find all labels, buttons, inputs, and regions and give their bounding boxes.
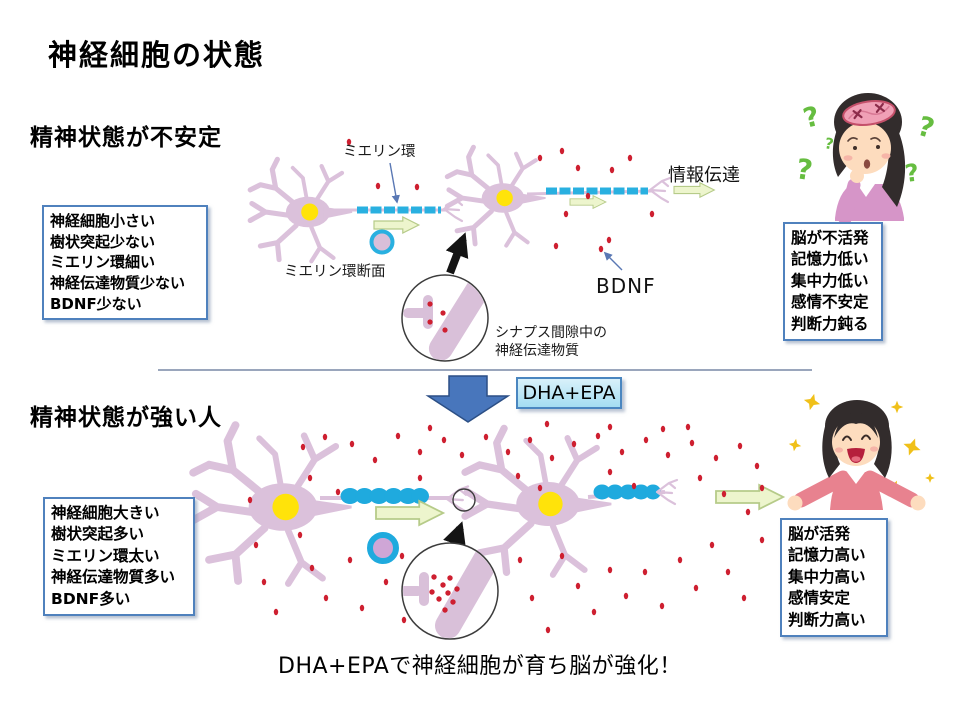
svg-text:?: ? <box>903 158 920 187</box>
brain-icon <box>842 100 896 126</box>
worried-woman-illustration: ? ? ? ? ? <box>794 93 938 226</box>
bdnf-particles <box>247 420 765 634</box>
face-features <box>843 137 891 169</box>
myelin-ring-cross-section-thick <box>367 532 399 564</box>
dha-epa-box: DHA+EPA <box>516 377 622 409</box>
effect-line: 判断力高い <box>788 610 866 629</box>
effect-line: 集中力高い <box>788 567 866 586</box>
section-weak-heading: 精神状態が不安定 <box>30 125 222 151</box>
trait-line: BDNF少ない <box>50 294 142 313</box>
svg-text:?: ? <box>823 134 835 153</box>
effect-line: 判断力鈍る <box>791 314 869 333</box>
trait-line: 樹状突起少ない <box>50 232 156 251</box>
svg-text:?: ? <box>794 152 815 187</box>
effect-line: 脳が不活発 <box>791 229 869 247</box>
neuron-large-2 <box>465 428 611 574</box>
trait-line: 樹状突起多い <box>51 525 145 544</box>
arm <box>838 178 861 226</box>
trait-line: 神経伝達物質多い <box>51 568 176 587</box>
effect-line: 記憶力高い <box>788 546 866 565</box>
hand <box>910 495 926 511</box>
effect-line: 感情不安定 <box>791 293 869 312</box>
slide-caption: DHA+EPAで神経細胞が育ち脳が強化！ <box>278 654 682 679</box>
axon-terminal <box>648 176 672 204</box>
trait-line: 神経伝達物質少ない <box>50 274 186 293</box>
myelin-sheath-thick <box>593 484 661 500</box>
weak-brain-effects-box: 脳が不活発 記憶力低い 集中力低い 感情不安定 判断力鈍る <box>783 222 883 341</box>
sweater <box>830 472 883 510</box>
neuron-small-2 <box>447 147 545 245</box>
neuron-small-1 <box>250 159 352 261</box>
face <box>832 418 880 466</box>
question-mark-icon: ? ? ? ? ? <box>794 101 938 188</box>
trait-line: ミエリン環太い <box>51 546 160 565</box>
strong-neuron-traits-box: 神経細胞大きい 樹状突起多い ミエリン環太い 神経伝達物質多い BDNF多い <box>43 497 195 616</box>
signal-arrow-icon <box>375 500 445 526</box>
svg-text:?: ? <box>800 101 823 135</box>
bangs <box>834 412 878 438</box>
effect-line: 集中力低い <box>791 271 869 290</box>
trait-line: 神経細胞大きい <box>51 504 160 522</box>
myelin-label-pointer-icon <box>389 162 400 204</box>
info-transfer-arrow-icon <box>715 484 785 510</box>
magnifier-arrow-icon <box>445 232 469 275</box>
bdnf-label: BDNF <box>596 274 656 298</box>
arms <box>793 470 920 508</box>
synapse-label-line2: 神経伝達物質 <box>495 343 579 359</box>
myelin-cross-section-label: ミエリン環断面 <box>284 264 386 280</box>
info-transmission-label: 情報伝達 <box>668 165 740 186</box>
neuron-large-1 <box>193 425 351 583</box>
weak-neuron-traits-box: 神経細胞小さい 樹状突起少ない ミエリン環細い 神経伝達物質少ない BDNF少な… <box>42 205 208 321</box>
trait-line: ミエリン環細い <box>50 253 156 272</box>
myelin-sheath-thick <box>340 488 429 504</box>
effect-line: 感情安定 <box>788 589 851 608</box>
hand <box>787 495 803 511</box>
face-features <box>835 434 878 463</box>
dha-epa-label: DHA+EPA <box>522 382 616 404</box>
face <box>839 122 891 174</box>
collar <box>857 184 875 197</box>
synapse-magnifier <box>401 274 489 362</box>
weak-neuron-diagram <box>250 138 715 362</box>
strong-neuron-diagram <box>193 420 785 640</box>
trait-line: 神経細胞小さい <box>50 212 156 230</box>
synapse-circle <box>452 488 476 512</box>
happy-woman-illustration <box>787 391 935 511</box>
synapse-magnifier <box>401 542 499 640</box>
bdnf-label-pointer-icon <box>603 251 623 271</box>
myelin-ring-cross-section-thin <box>369 229 395 255</box>
collar <box>847 472 865 484</box>
dha-down-arrow-icon <box>425 375 511 423</box>
bdnf-particles <box>346 138 655 253</box>
effect-line: 脳が活発 <box>788 525 851 543</box>
axon-terminal <box>655 478 679 506</box>
svg-text:?: ? <box>914 111 938 145</box>
synapse-label-line1: シナプス間隙中の <box>495 325 607 341</box>
section-strong-heading: 精神状態が強い人 <box>30 405 222 431</box>
slide-title: 神経細胞の状態 <box>48 38 266 72</box>
hand <box>850 169 864 183</box>
trait-line: BDNF多い <box>51 589 131 608</box>
effect-line: 記憶力低い <box>791 250 869 269</box>
myelin-ring-label: ミエリン環 <box>343 144 416 160</box>
strong-brain-effects-box: 脳が活発 記憶力高い 集中力高い 感情安定 判断力高い <box>780 518 888 637</box>
